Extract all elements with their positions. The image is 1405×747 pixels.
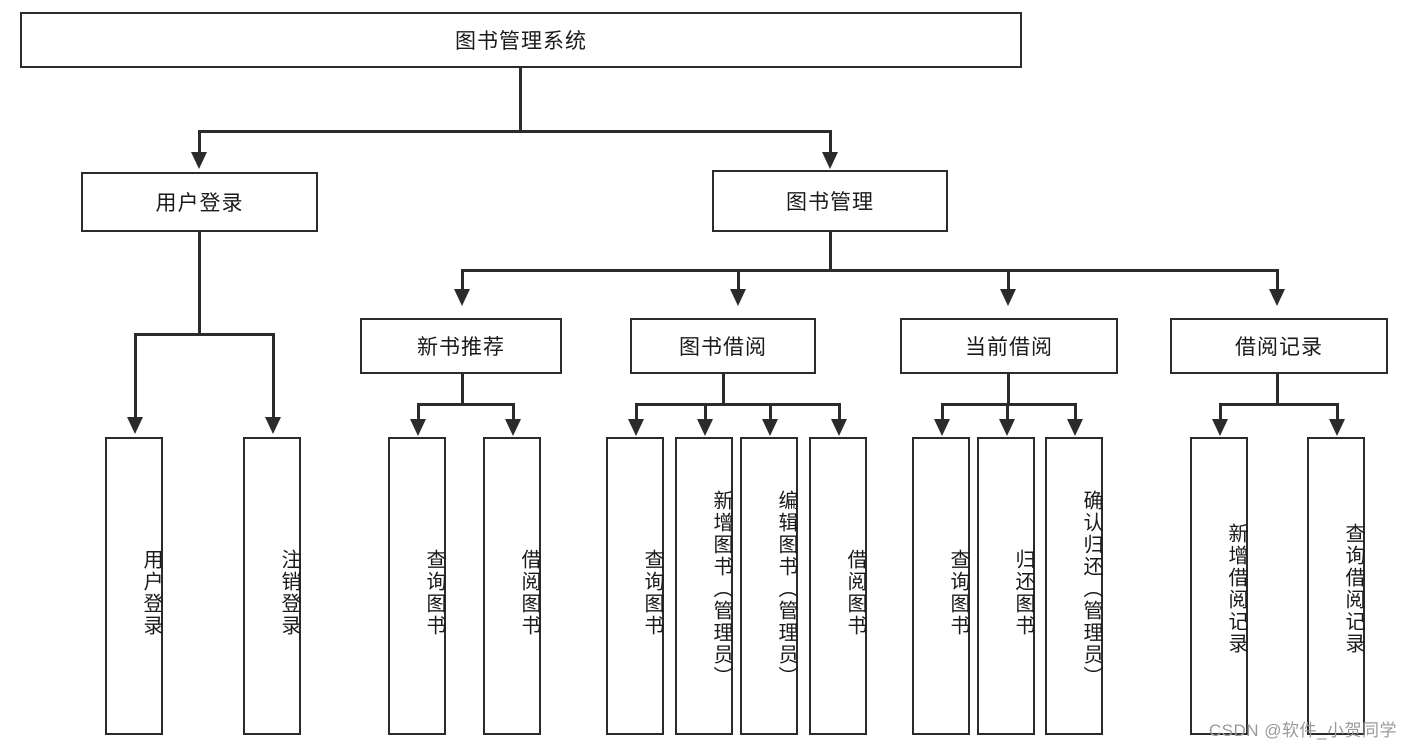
node-book-management[interactable]: 图书管理 [712,170,948,232]
edge-to-book-borrow [737,269,740,291]
arrow-borrow-record-leaf2 [1329,419,1345,436]
node-borrow-record[interactable]: 借阅记录 [1170,318,1388,374]
arrow-to-borrow-record [1269,289,1285,306]
watermark-text: CSDN @软件_小贺同学 [1208,721,1397,740]
leaf-borrow-book[interactable]: 借阅图书 [809,437,867,735]
arrow-to-current-borrow [1000,289,1016,306]
edge-borrow-record-stem [1276,374,1279,406]
arrow-to-user-login [191,152,207,169]
node-new-book-recommend[interactable]: 新书推荐 [360,318,562,374]
edge-to-borrow-record [1276,269,1279,291]
edge-root-stem [519,68,522,132]
node-label: 新增借阅记录 [1225,523,1247,655]
edge-book-borrow-bus [635,403,841,406]
edge-to-user-login [198,130,201,154]
arrow-borrow-record-leaf1 [1212,419,1228,436]
arrow-book-borrow-leaf1 [628,419,644,436]
node-current-borrow[interactable]: 当前借阅 [900,318,1118,374]
leaf-borrow-book-recommend[interactable]: 借阅图书 [483,437,541,735]
edge-book-borrow-leaf2 [704,403,707,421]
leaf-query-book-current[interactable]: 查询图书 [912,437,970,735]
node-label: 用户登录 [140,549,162,637]
edge-book-borrow-leaf4 [838,403,841,421]
arrow-to-book-manage [822,152,838,169]
arrow-current-borrow-leaf3 [1067,419,1083,436]
leaf-logout[interactable]: 注销登录 [243,437,301,735]
edge-book-manage-stem [829,232,832,272]
edge-current-borrow-leaf3 [1074,403,1077,421]
node-label: 新书推荐 [417,336,505,359]
node-label: 图书管理 [786,191,874,214]
node-label: 编辑图书（管理员） [775,490,797,688]
node-label: 查询借阅记录 [1342,523,1364,655]
node-label: 用户登录 [155,192,244,215]
edge-user-login-leaf2 [272,333,275,419]
node-label: 归还图书 [1012,549,1034,637]
edge-new-book-leaf2 [512,403,515,421]
edge-book-borrow-leaf3 [769,403,772,421]
leaf-return-book[interactable]: 归还图书 [977,437,1035,735]
edge-user-login-leaf1 [134,333,137,419]
node-label: 借阅图书 [844,549,866,637]
leaf-confirm-return-admin[interactable]: 确认归还（管理员） [1045,437,1103,735]
arrow-new-book-leaf2 [505,419,521,436]
node-label: 查询图书 [947,549,969,637]
arrow-current-borrow-leaf1 [934,419,950,436]
edge-to-new-book [461,269,464,291]
arrow-new-book-leaf1 [410,419,426,436]
edge-borrow-record-leaf1 [1219,403,1222,421]
node-label: 当前借阅 [965,336,1053,359]
node-label: 借阅图书 [518,549,540,637]
arrow-user-login-leaf2 [265,417,281,434]
arrow-to-new-book [454,289,470,306]
arrow-to-book-borrow [730,289,746,306]
node-label: 查询图书 [423,549,445,637]
node-label: 查询图书 [641,549,663,637]
edge-new-book-bus [417,403,515,406]
edge-current-borrow-bus [941,403,1077,406]
leaf-query-borrow-record[interactable]: 查询借阅记录 [1307,437,1365,735]
edge-book-borrow-leaf1 [635,403,638,421]
edge-level3-bus [461,269,1278,272]
edge-user-login-bus [134,333,275,336]
leaf-edit-book-admin[interactable]: 编辑图书（管理员） [740,437,798,735]
edge-current-borrow-leaf1 [941,403,944,421]
leaf-user-login[interactable]: 用户登录 [105,437,163,735]
node-book-borrow[interactable]: 图书借阅 [630,318,816,374]
edge-to-book-manage [829,130,832,154]
node-root-system[interactable]: 图书管理系统 [20,12,1022,68]
leaf-add-borrow-record[interactable]: 新增借阅记录 [1190,437,1248,735]
edge-new-book-stem [461,374,464,406]
node-label: 图书借阅 [679,336,767,359]
edge-new-book-leaf1 [417,403,420,421]
arrow-current-borrow-leaf2 [999,419,1015,436]
node-user-login[interactable]: 用户登录 [81,172,318,232]
leaf-query-book-borrow[interactable]: 查询图书 [606,437,664,735]
edge-borrow-record-bus [1219,403,1339,406]
edge-to-current-borrow [1007,269,1010,291]
edge-user-login-stem [198,232,201,335]
edge-borrow-record-leaf2 [1336,403,1339,421]
arrow-user-login-leaf1 [127,417,143,434]
node-label: 确认归还（管理员） [1080,490,1102,688]
arrow-book-borrow-leaf4 [831,419,847,436]
node-label: 注销登录 [278,549,300,637]
node-label: 新增图书（管理员） [710,490,732,688]
edge-current-borrow-stem [1007,374,1010,406]
leaf-add-book-admin[interactable]: 新增图书（管理员） [675,437,733,735]
leaf-query-book-recommend[interactable]: 查询图书 [388,437,446,735]
edge-book-borrow-stem [722,374,725,406]
arrow-book-borrow-leaf2 [697,419,713,436]
node-label: 借阅记录 [1235,336,1323,359]
edge-level2-bus [198,130,832,133]
edge-current-borrow-leaf2 [1006,403,1009,421]
node-label: 图书管理系统 [455,30,587,53]
arrow-book-borrow-leaf3 [762,419,778,436]
